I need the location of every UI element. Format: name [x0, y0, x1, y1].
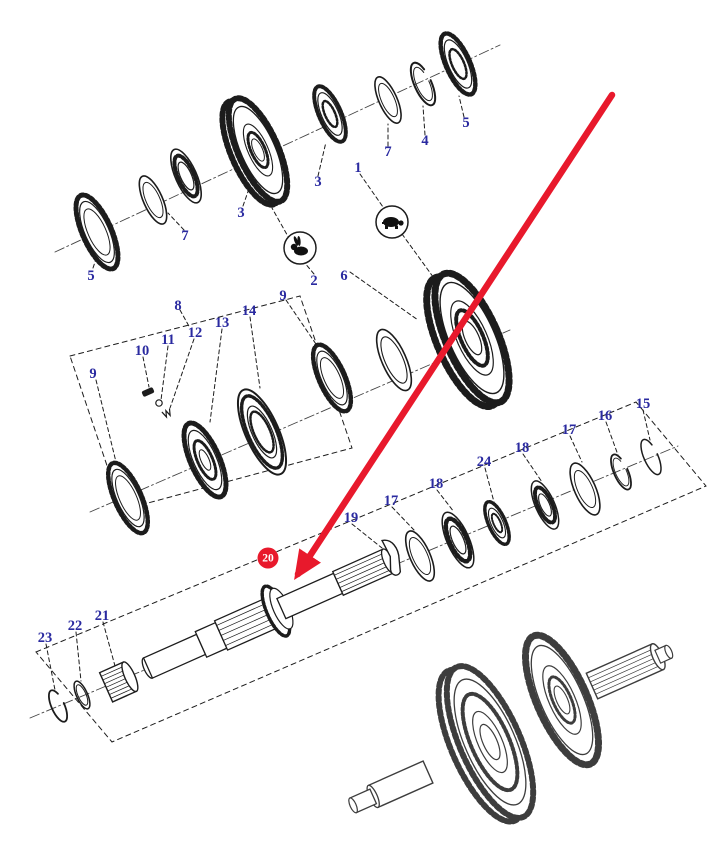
guide-clip-19	[381, 539, 402, 576]
part-label-13: 13	[214, 314, 230, 331]
splined-hub-3	[312, 84, 348, 144]
part-label-3: 3	[237, 204, 245, 221]
part-label-9: 9	[89, 365, 97, 382]
part-label-24: 24	[476, 453, 492, 470]
main-shaft-20	[141, 548, 396, 679]
washer-17-lower-right	[569, 462, 601, 516]
part-label-5: 5	[87, 267, 95, 284]
detent-spring-12	[161, 408, 171, 419]
part-label-10: 10	[134, 342, 150, 359]
synchro-ring-5-left	[73, 192, 121, 272]
snap-ring-4	[409, 61, 437, 107]
assembly-group-boxes	[35, 295, 707, 743]
red-pointer-arrow	[294, 91, 616, 580]
snap-ring-23	[47, 689, 69, 723]
washer-7-left	[138, 175, 168, 225]
part-label-14: 14	[241, 302, 257, 319]
part-label-16: 16	[597, 407, 613, 424]
part-label-21: 21	[94, 607, 110, 624]
washer-7-right	[374, 76, 402, 124]
bearing-18-lower-left	[441, 511, 475, 569]
part-label-17: 17	[383, 492, 399, 509]
part-label-1: 1	[354, 159, 362, 176]
bearing-18-lower-right	[530, 480, 560, 530]
splined-bushing-21	[98, 661, 139, 703]
part-label-5: 5	[462, 114, 470, 131]
sleeve-hub-14	[236, 388, 288, 476]
synchro-ring-9-right	[310, 342, 354, 414]
part-label-8: 8	[174, 297, 182, 314]
part-label-7: 7	[181, 227, 189, 244]
roller-bearing-upper	[169, 148, 203, 204]
part-label-4: 4	[421, 132, 429, 149]
washer-17-lower-left	[404, 530, 436, 582]
part-label-19: 19	[343, 509, 359, 526]
part-label-6: 6	[340, 267, 348, 284]
part-label-17: 17	[561, 421, 577, 438]
synchro-ring-9-left	[105, 460, 151, 536]
part-label-15: 15	[635, 395, 651, 412]
part-label-18: 18	[514, 439, 530, 456]
callout-part-20: 20	[257, 547, 279, 569]
gear-3-large	[219, 95, 291, 208]
ring-22	[73, 680, 91, 710]
part-label-3: 3	[314, 173, 322, 190]
rabbit-icon	[283, 231, 317, 265]
part-label-7: 7	[384, 143, 392, 160]
snap-ring-16	[610, 453, 632, 491]
detent-ball-11	[155, 399, 163, 407]
gear-24	[483, 499, 511, 547]
part-label-9: 9	[279, 287, 287, 304]
gear-5-top	[438, 31, 478, 97]
part-label-11: 11	[161, 331, 175, 348]
assembled-shaft-illustration	[348, 631, 674, 825]
gear-13	[181, 420, 229, 500]
part-label-22: 22	[67, 617, 83, 634]
plain-ring-behind-gear-6	[375, 328, 413, 392]
part-label-23: 23	[37, 629, 53, 646]
detent-key-10	[141, 387, 155, 397]
part-label-2: 2	[310, 272, 318, 289]
gear-6-large	[423, 269, 513, 410]
snap-ring-15	[640, 438, 662, 476]
part-label-18: 18	[428, 475, 444, 492]
part-label-12: 12	[187, 324, 203, 341]
turtle-icon	[375, 205, 409, 239]
